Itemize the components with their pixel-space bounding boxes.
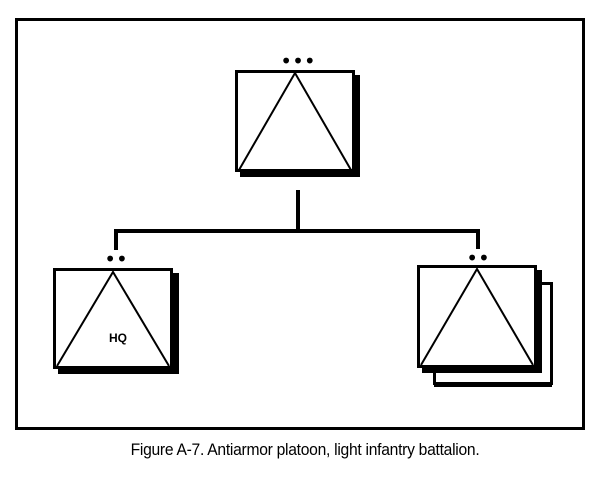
echelon-marker-platoon: ••• xyxy=(280,49,315,73)
echelon-marker-sections: •• xyxy=(466,246,490,270)
stacked-unit-box-back-shadow xyxy=(434,382,552,387)
unit-box xyxy=(235,70,355,172)
antiarmor-triangle-icon xyxy=(238,70,352,171)
unit-hq-section: •• HQ xyxy=(53,247,179,374)
echelon-marker-hq: •• xyxy=(104,247,128,271)
figure-caption: Figure A-7. Antiarmor platoon, light inf… xyxy=(130,440,480,459)
figure-frame xyxy=(15,18,585,430)
unit-platoon: ••• xyxy=(235,49,360,177)
connector-lines xyxy=(114,190,480,250)
unit-box xyxy=(417,265,537,368)
hq-label: HQ xyxy=(109,331,127,345)
antiarmor-triangle-icon xyxy=(56,270,170,367)
unit-antiarmor-sections: •• xyxy=(417,246,553,387)
antiarmor-triangle-icon xyxy=(420,267,534,366)
unit-box xyxy=(53,268,173,369)
